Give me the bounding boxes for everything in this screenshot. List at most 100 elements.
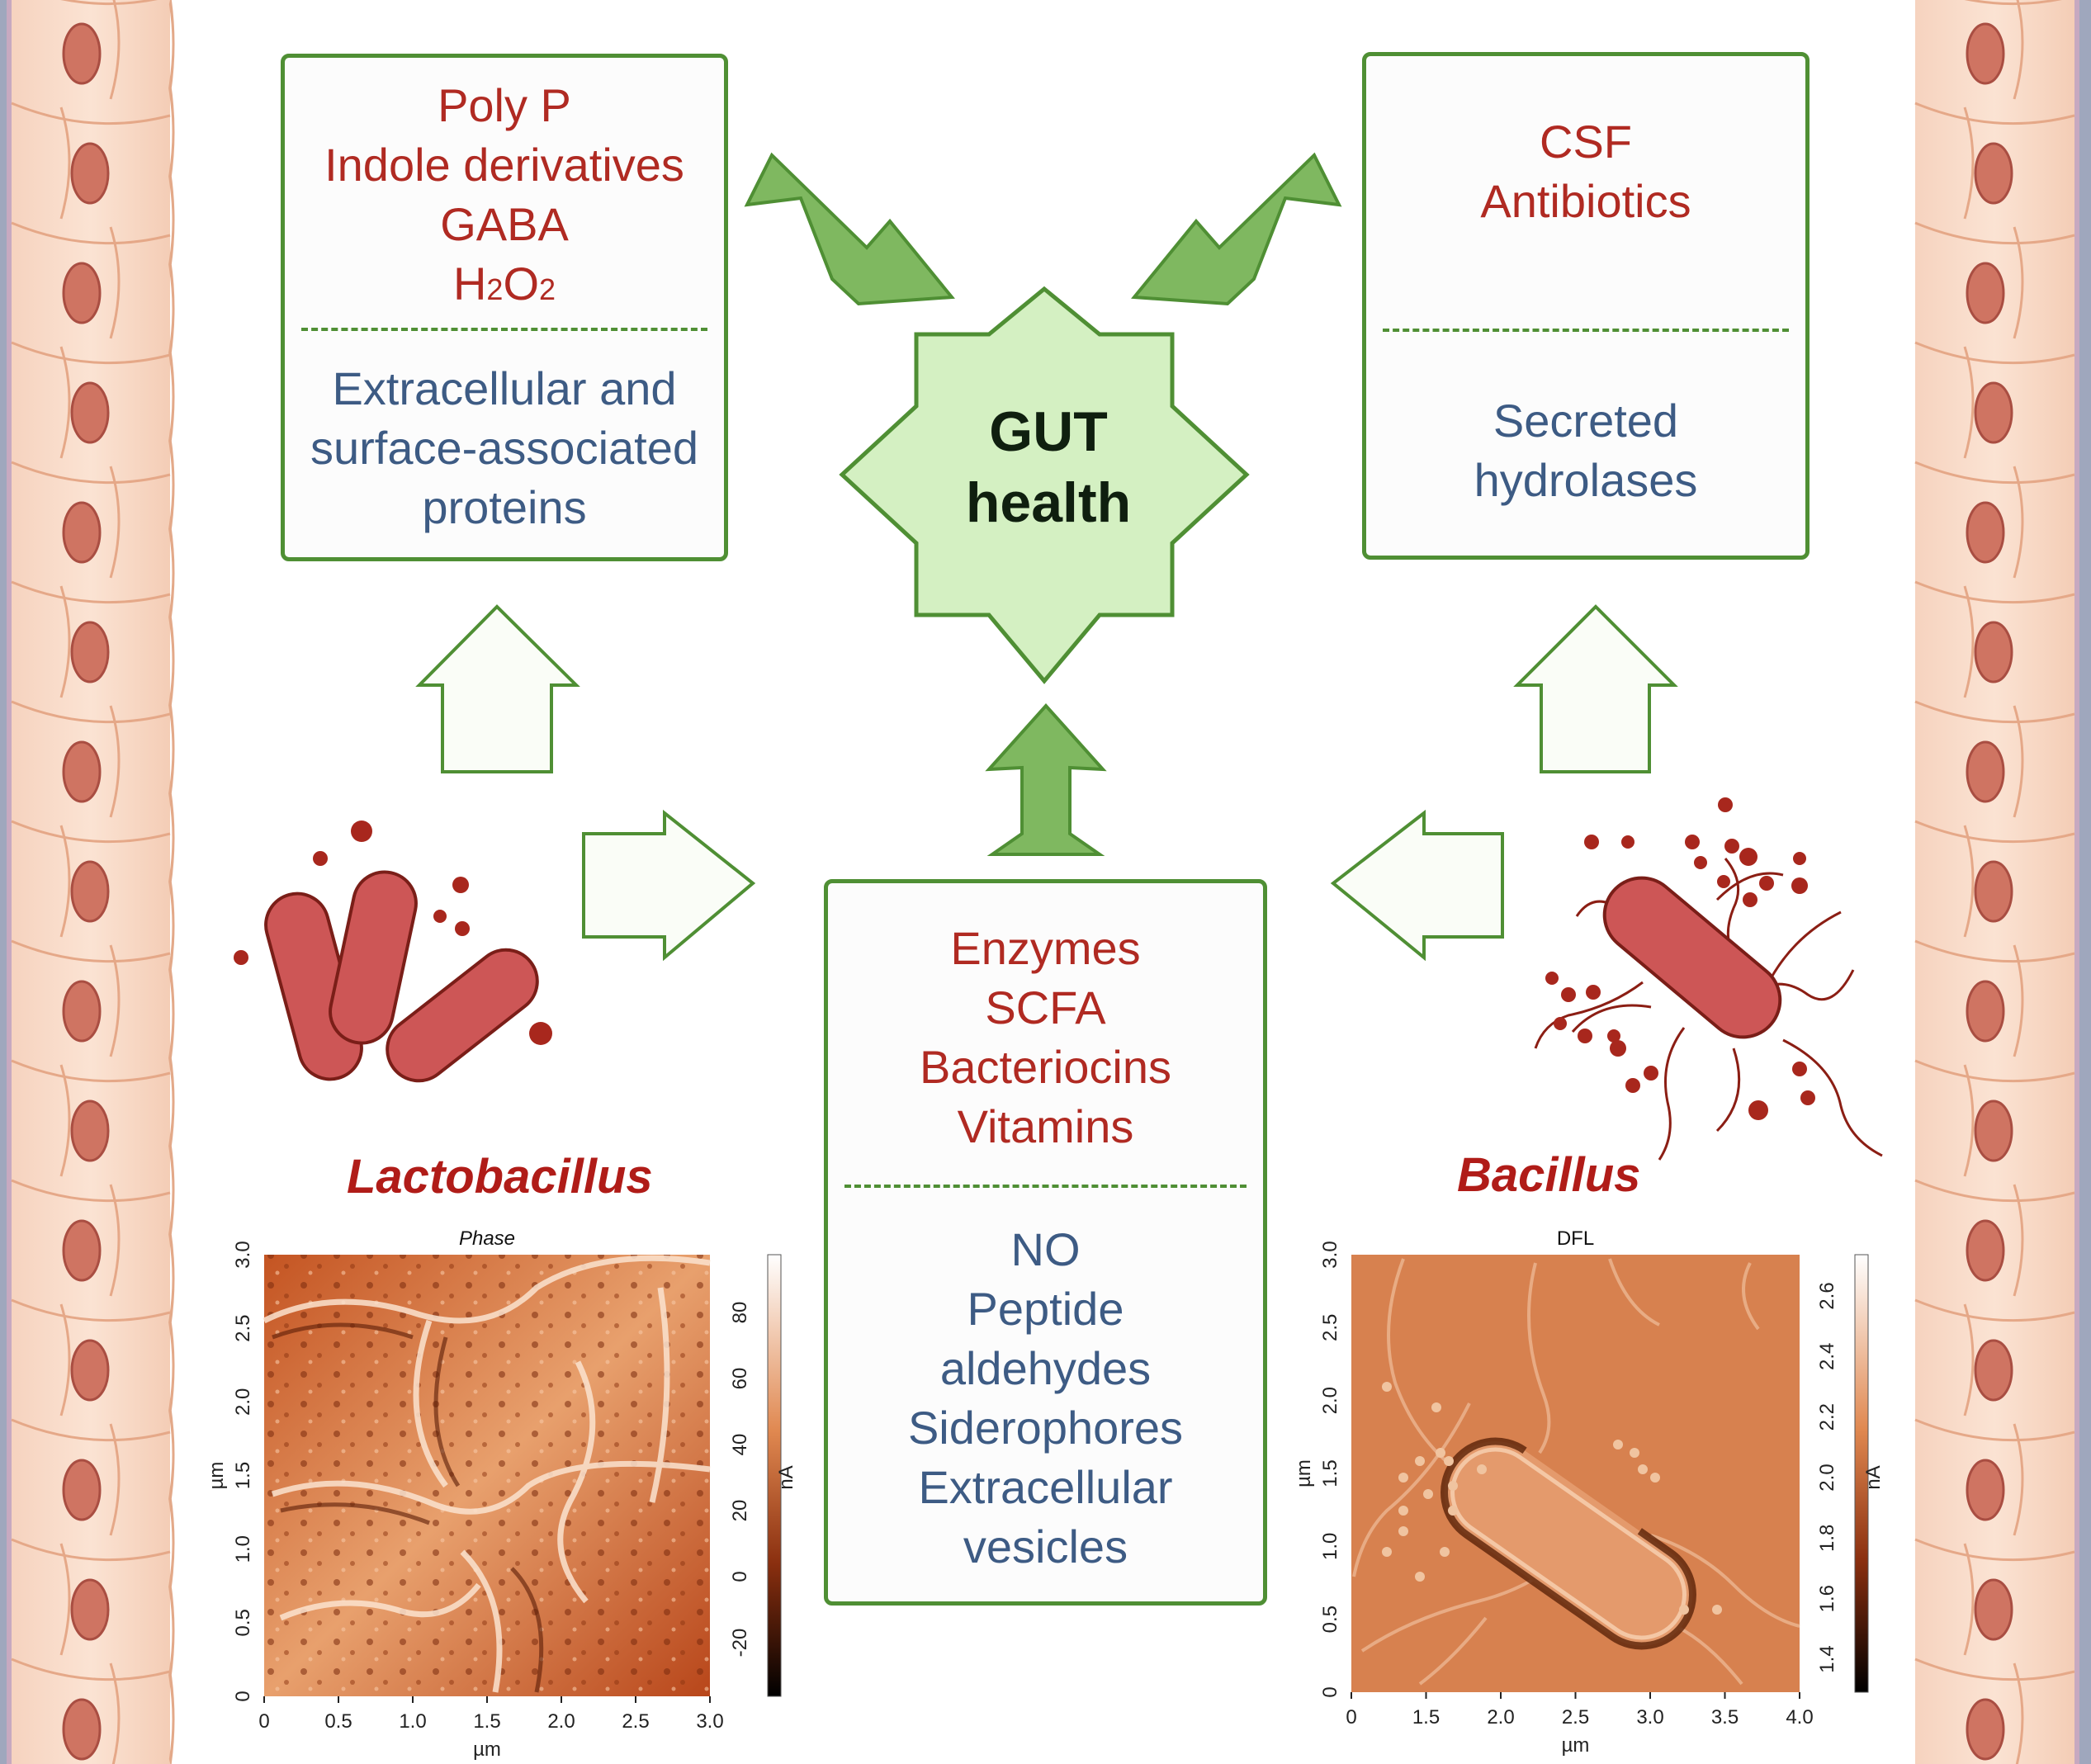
dashed-divider [1383,329,1789,332]
gut-health-label: GUT health [875,396,1222,538]
vesicle-icon [1718,797,1733,812]
x-axis-label: µm [473,1738,501,1761]
box-text: Indole derivatives [324,139,684,191]
micrograph-phase [263,1254,782,1697]
box-text: Extracellular [918,1461,1173,1513]
cell-nucleus-icon [1974,381,2013,444]
colorbar-tick-label: 80 [729,1302,751,1324]
vesicle-icon [1561,987,1576,1002]
x-tick-label: 3.0 [1636,1706,1663,1729]
cell-nucleus-icon [70,142,110,205]
colorbar-tick-label: 0 [729,1571,751,1582]
arrow-to-star-from-left-icon [744,152,955,306]
vesicle-icon [1607,1029,1620,1043]
vesicle-icon [1793,852,1806,865]
arrow-to-star-from-bottom-icon [985,703,1107,856]
x-tick-label: 1.5 [473,1710,500,1733]
x-tick-label: 2.0 [1487,1706,1514,1729]
colorbar-label: nA [1862,1465,1885,1489]
vesicle-icon [1578,1029,1592,1043]
cell-nucleus-icon [1966,980,2005,1043]
y-tick-label: 2.0 [232,1388,254,1416]
x-tick-label: 0 [258,1710,269,1733]
particle-icon [1423,1489,1433,1499]
box-text: SCFA [985,981,1106,1033]
y-tick-label: 1.0 [232,1535,254,1563]
x-tick-label: 3.5 [1711,1706,1739,1729]
y-tick-label: 1.5 [1319,1459,1341,1487]
colorbar-tick-label: 2.0 [1816,1464,1838,1491]
particle-icon [1440,1547,1450,1557]
right-arrow-icon [582,809,756,962]
epithelium-left [0,0,175,1764]
cell-nucleus-icon [70,1578,110,1641]
vesicle-icon [1584,835,1599,849]
micrograph-title: DFL [1557,1227,1594,1250]
particle-icon [1398,1473,1408,1483]
particle-icon [1448,1481,1458,1491]
box-text: surface-associated [310,422,698,474]
colorbar-tick-label: 40 [729,1434,751,1456]
cell-nucleus-icon [70,1100,110,1162]
colorbar-tick-label: 20 [729,1500,751,1522]
up-arrow-left-icon [415,604,580,773]
cell-nucleus-icon [62,22,102,85]
colorbar-tick-label: 2.4 [1816,1343,1838,1370]
particle-icon [1477,1464,1487,1474]
vesicle-icon [1694,856,1707,869]
y-tick-label: 2.5 [1319,1314,1341,1341]
particle-icon [1436,1448,1445,1458]
vesicle-icon [1800,1090,1815,1105]
cell-nucleus-icon [62,501,102,564]
cell-nucleus-icon [1966,1698,2005,1761]
x-tick-label: 0.5 [324,1710,352,1733]
y-tick-label: 3.0 [1319,1241,1341,1268]
micrograph-title: Phase [459,1227,515,1250]
particle-icon [1398,1526,1408,1536]
arrow-to-star-from-right-icon [1131,152,1342,306]
lactobacillus-label: Lactobacillus [347,1150,653,1204]
cell-nucleus-icon [70,621,110,683]
x-tick-label: 0 [1346,1706,1356,1729]
gut-health-star [839,286,1250,684]
y-tick-label: 2.5 [232,1314,254,1341]
bacillus-illustration [1534,797,1883,1161]
vesicle-icon [1748,1100,1768,1120]
cell-nucleus-icon [1974,1100,2013,1162]
vesicle-icon [1717,875,1730,888]
box-text: CSF [1540,116,1632,168]
vesicle-icon [1554,1017,1567,1030]
particle-icon [1415,1456,1425,1466]
cell-nucleus-icon [70,860,110,923]
box-text: GABA [440,198,569,250]
particle-icon [1398,1506,1408,1516]
colorbar-tick-label: 1.6 [1816,1585,1838,1612]
cell-nucleus-icon [1974,1339,2013,1402]
particle-icon [1382,1547,1392,1557]
box-text: Siderophores [907,1402,1184,1454]
cell-nucleus-icon [1966,262,2005,324]
micrograph-dfl [1351,1254,1869,1693]
y-axis-label: µm [1293,1459,1315,1487]
y-tick-label: 0.5 [232,1609,254,1636]
cell-nucleus-icon [62,1698,102,1761]
cell-nucleus-icon [62,980,102,1043]
particle-icon [1448,1506,1458,1516]
vesicle-icon [1743,892,1757,907]
bacillus-label: Bacillus [1457,1148,1641,1202]
box-text: Secreted [1493,395,1679,447]
vesicle-icon [1685,835,1700,849]
gut-label: GUT [989,400,1108,463]
vesicle-icon [1644,1066,1658,1081]
cell-nucleus-icon [1966,1219,2005,1282]
lactobacillus-illustration [234,821,552,1083]
cell-nucleus-icon [62,740,102,803]
vesicle-icon [1739,848,1757,866]
box-text: Bacteriocins [919,1041,1172,1093]
cell-nucleus-icon [1966,501,2005,564]
cell-nucleus-icon [1974,142,2013,205]
health-label: health [965,471,1132,534]
vesicle-icon [1621,835,1634,849]
colorbar-tick-label: 60 [729,1368,751,1390]
y-tick-label: 3.0 [232,1241,254,1268]
